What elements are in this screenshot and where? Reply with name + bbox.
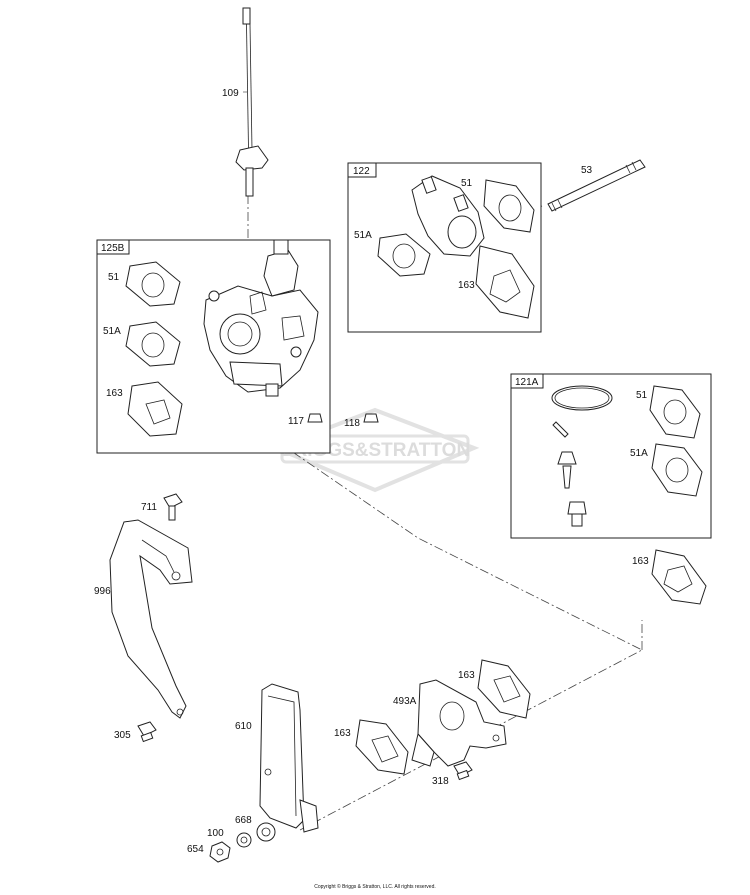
label-121a-51a: 51A: [630, 448, 648, 459]
label-163-right: 163: [632, 556, 649, 567]
washer-100: [236, 832, 252, 848]
label-493a: 493A: [393, 696, 417, 707]
gasket-122-163: [475, 245, 535, 319]
box-125b-tag: [96, 239, 130, 255]
part-117: [307, 413, 323, 423]
gasket-122-51: [483, 179, 535, 233]
gasket-125b-51: [125, 261, 181, 307]
label-122-51a: 51A: [354, 230, 372, 241]
stud-53: [547, 159, 646, 212]
label-668: 668: [235, 815, 252, 826]
gasket-163-lower-left: [355, 719, 409, 775]
label-163-lower: 163: [458, 670, 475, 681]
label-109: 109: [222, 88, 239, 99]
label-100: 100: [207, 828, 224, 839]
copyright-notice: Copyright © Briggs & Stratton, LLC. All …: [314, 884, 436, 890]
box-121a-title: 121A: [515, 377, 539, 388]
spacer-122: [411, 175, 485, 257]
label-125b-51a: 51A: [103, 326, 121, 337]
label-121a-51: 51: [636, 390, 648, 401]
gasket-122-51a: [377, 233, 431, 277]
label-122-163: 163: [458, 280, 475, 291]
gasket-121a-51: [649, 385, 701, 439]
gasket-125b-163: [127, 381, 183, 437]
shield-610: [259, 683, 319, 833]
carburetor-assembly: [203, 239, 319, 397]
box-122-title: 122: [353, 166, 370, 177]
label-163-lower2: 163: [334, 728, 351, 739]
label-318: 318: [432, 776, 449, 787]
label-125b-51: 51: [108, 272, 120, 283]
label-996: 996: [94, 586, 111, 597]
part-118: [363, 413, 379, 423]
gasket-121a-51a: [651, 443, 703, 497]
bolt-711: [163, 493, 183, 521]
spacer-668: [256, 822, 276, 842]
rod-109: [235, 7, 269, 197]
label-711: 711: [141, 502, 157, 513]
label-117: 117: [288, 416, 304, 427]
box-125b-title: 125B: [101, 243, 125, 254]
label-654: 654: [187, 844, 204, 855]
o-ring: [551, 385, 613, 411]
gasket-163-right: [651, 549, 707, 605]
label-610: 610: [235, 721, 252, 732]
box-122-tag: [347, 162, 377, 178]
label-118: 118: [344, 418, 360, 429]
needle-valve: [557, 451, 577, 489]
label-122-51: 51: [461, 178, 473, 189]
pin: [552, 421, 569, 438]
intake-493a: [411, 679, 507, 767]
gasket-163-lower-right: [477, 659, 531, 719]
label-305: 305: [114, 730, 131, 741]
jet: [567, 501, 587, 527]
gasket-125b-51a: [125, 321, 181, 367]
label-53: 53: [581, 165, 593, 176]
bracket-996: [109, 519, 193, 719]
box-121a-tag: [510, 373, 544, 389]
nut-654: [209, 841, 231, 863]
label-125b-163: 163: [106, 388, 123, 399]
bolt-305: [137, 721, 157, 743]
bolt-318: [453, 761, 473, 781]
